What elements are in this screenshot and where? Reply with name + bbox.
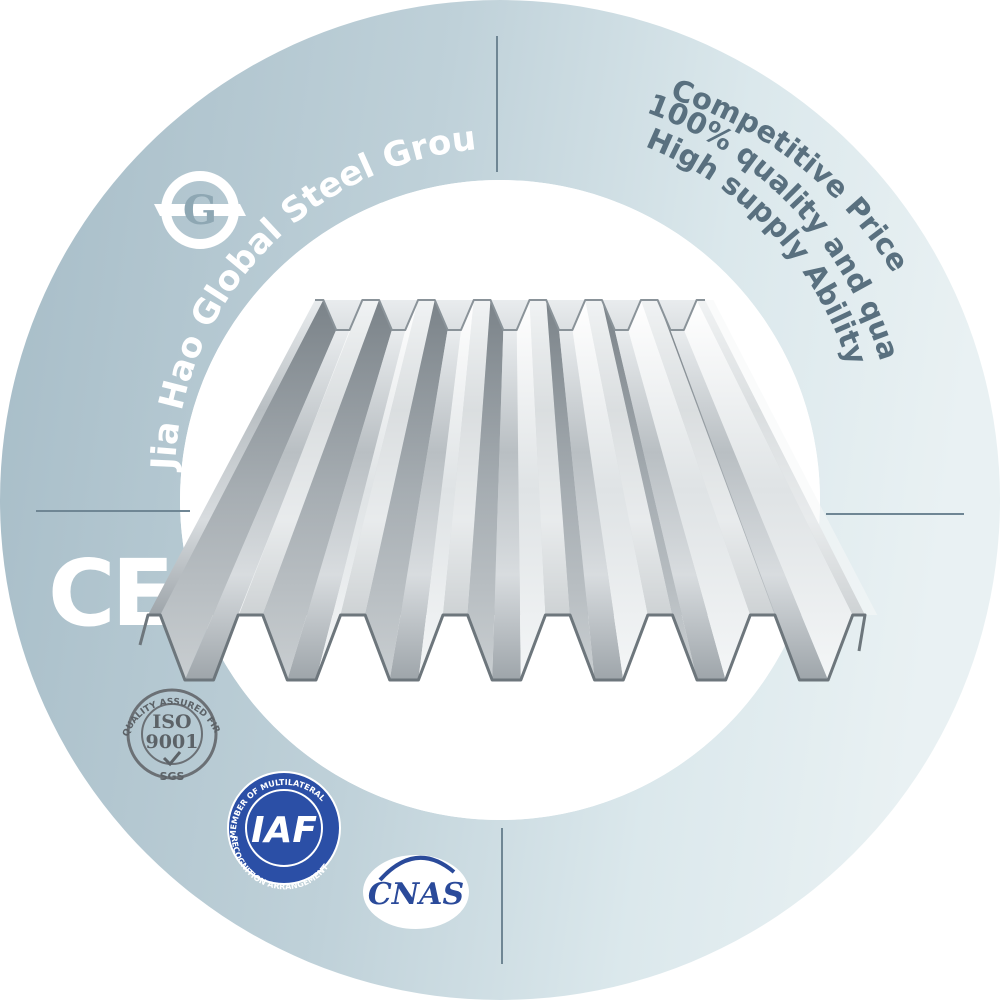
sheet-rib-trough	[559, 330, 624, 680]
sheet-rib-trough	[389, 330, 461, 680]
sheet-rib-web-left	[365, 300, 448, 680]
ce-mark-text: CE	[48, 540, 170, 647]
sheet-rib-web-right	[683, 300, 853, 680]
sheet-crest-highlight	[238, 300, 380, 615]
svg-text:G: G	[183, 187, 217, 234]
iaf-badge-icon: MEMBER OF MULTILATERAL RECOGNITION ARRAN…	[227, 771, 341, 891]
sheet-crest-highlight	[442, 300, 491, 615]
sheet-crest-highlight	[640, 300, 775, 615]
sheet-rib-trough	[614, 330, 726, 680]
sheet-crest-highlight	[529, 300, 571, 615]
sheet-rib-web-left	[467, 300, 504, 680]
sheet-rib-web-right	[418, 300, 474, 680]
ce-mark-icon: CE	[48, 540, 174, 647]
sheet-rib-trough	[670, 330, 829, 680]
sheet-rib-trough	[287, 330, 406, 680]
iso-sub-text: SGS	[160, 770, 185, 783]
sheet-crest-highlight	[585, 300, 673, 615]
iso-main-text: ISO	[152, 711, 191, 733]
sheet-crest-highlight	[696, 300, 878, 615]
sheet-rib-web-right	[516, 300, 546, 680]
cnas-badge-icon: CNAS	[363, 855, 469, 929]
sheet-rib-trough	[492, 330, 521, 680]
iaf-main-text: IAF	[251, 810, 317, 851]
cnas-text: CNAS	[368, 877, 464, 912]
iso-number-text: 9001	[146, 731, 199, 753]
sheet-rib-web-right	[572, 300, 648, 680]
sheet-rib-trough	[184, 330, 350, 680]
ring-dividers	[36, 36, 964, 964]
sheet-rib-web-left	[546, 300, 595, 680]
sheet-rib-web-right	[315, 300, 419, 680]
corrugated-steel-roof-sheet-icon	[138, 299, 878, 682]
sheet-rib-web-left	[262, 300, 392, 680]
sheet-back-edge	[315, 299, 705, 331]
sheet-rib-web-left	[601, 300, 698, 680]
sheet-crest-highlight	[340, 300, 435, 615]
jiahao-g-logo-icon: G	[154, 171, 246, 249]
sheet-rib-web-right	[628, 300, 751, 680]
sheet-rib-web-left	[657, 300, 800, 680]
sheet-rib-web-left	[160, 300, 337, 680]
sheet-front-edge	[138, 613, 867, 682]
